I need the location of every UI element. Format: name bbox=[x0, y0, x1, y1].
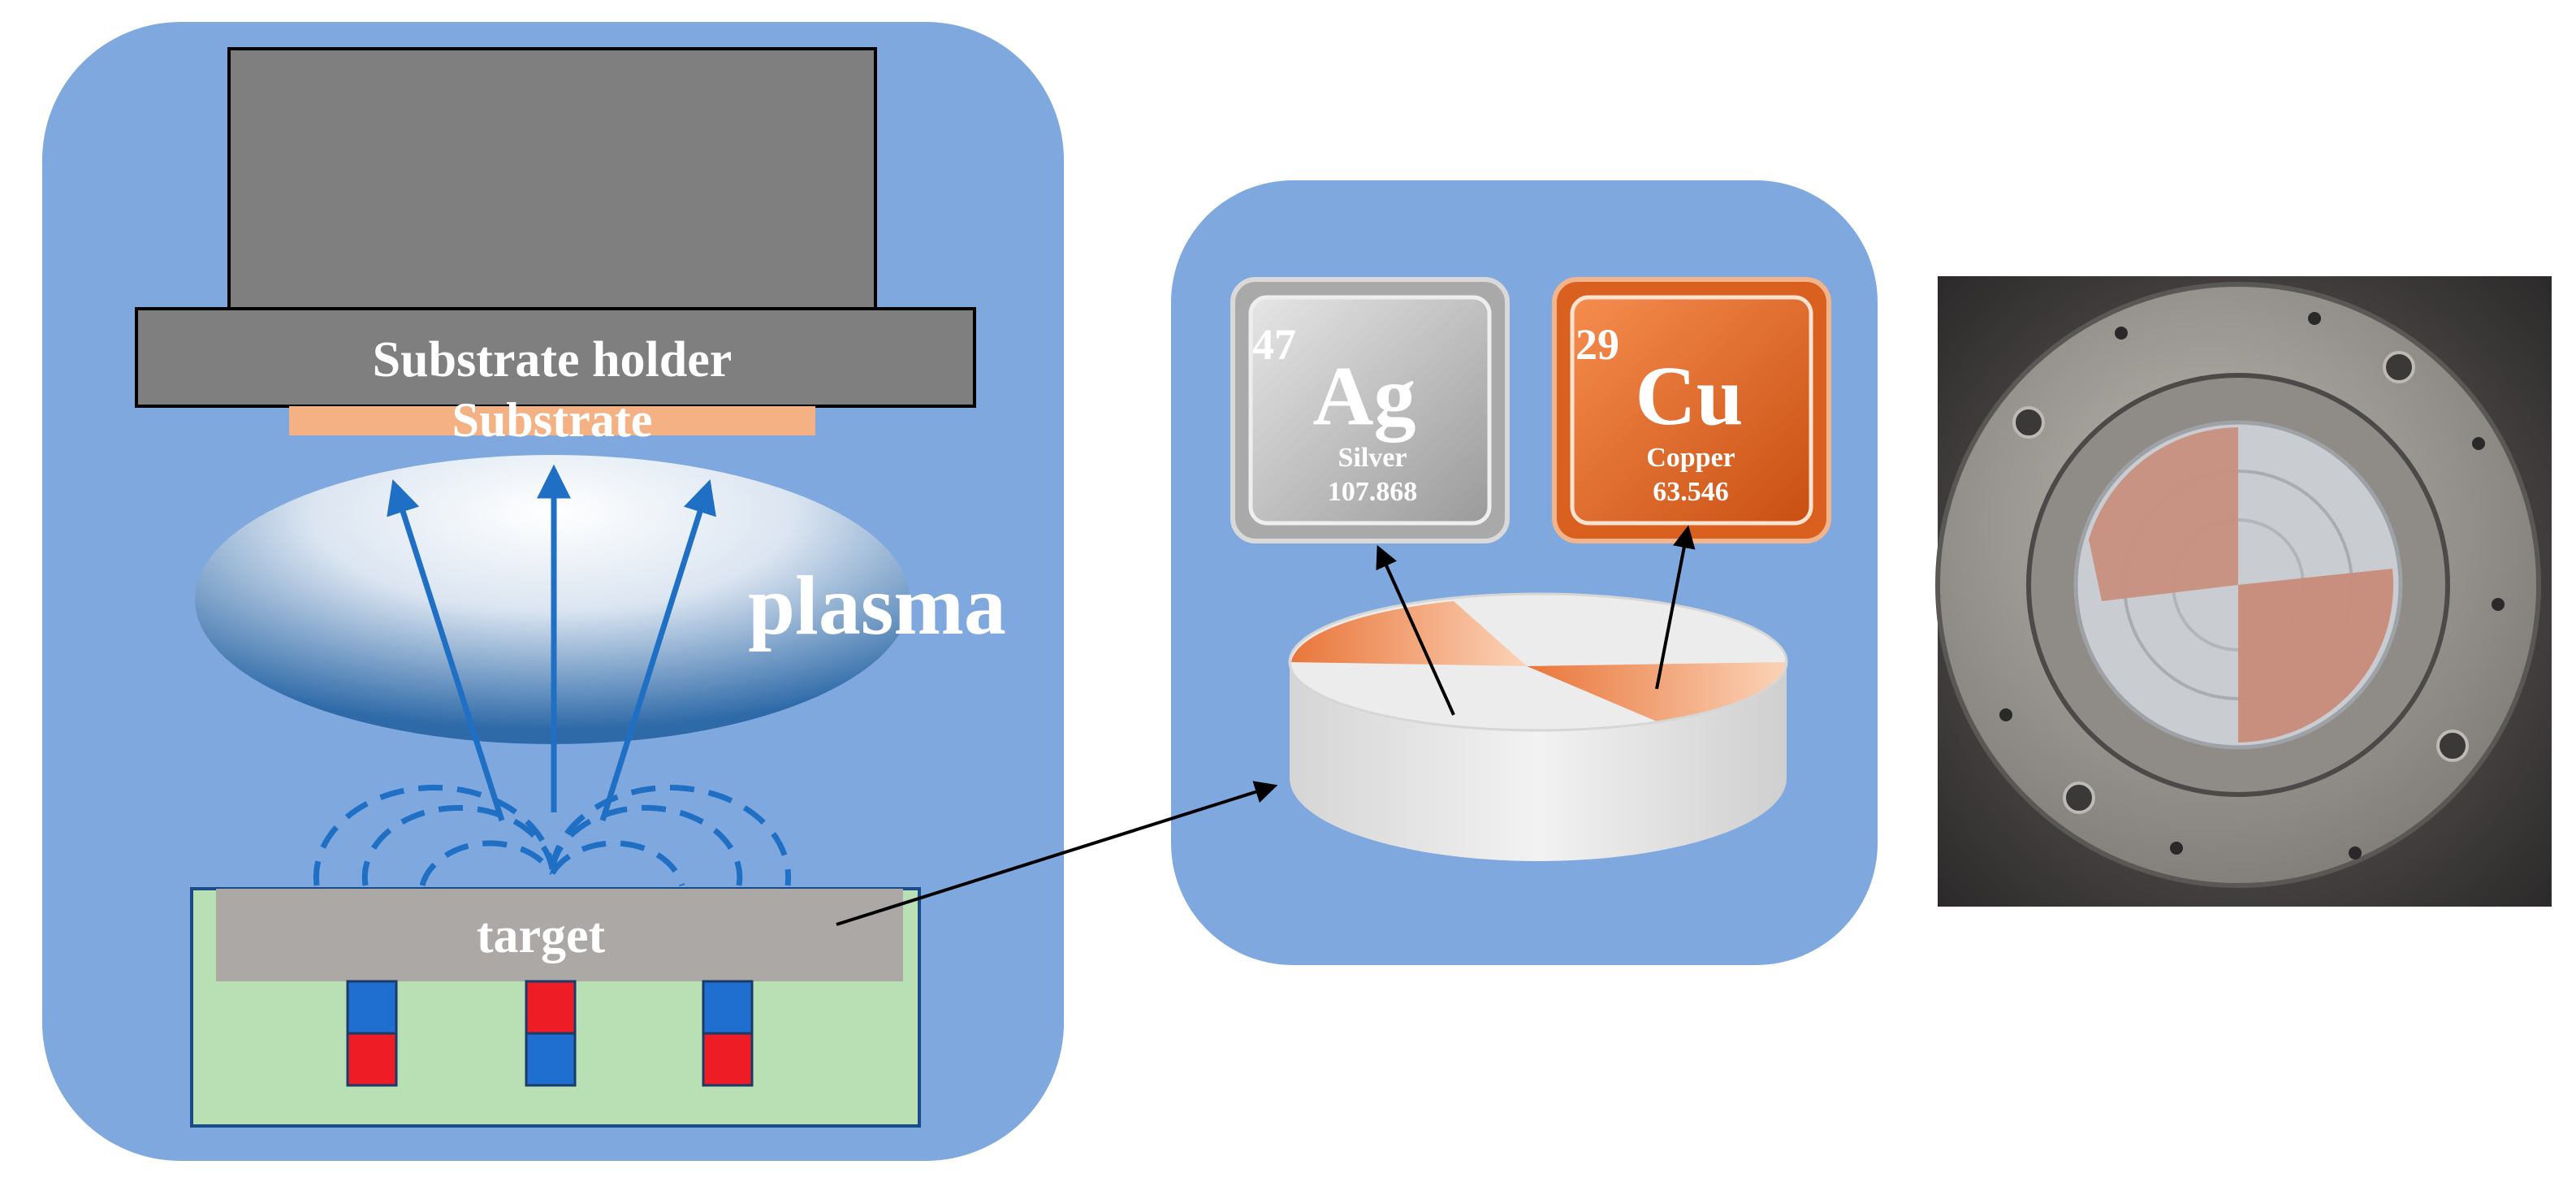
magnet-left-bottom bbox=[346, 1032, 398, 1087]
magnet-right-top bbox=[702, 980, 754, 1035]
substrate bbox=[289, 406, 815, 435]
magnets bbox=[346, 980, 754, 1087]
sputter-arrows bbox=[387, 464, 716, 822]
ag-number: 47 bbox=[1252, 320, 1296, 369]
sputter-target-photo bbox=[1935, 276, 2552, 907]
target-disk bbox=[1288, 592, 1788, 861]
copper-segment-right bbox=[1527, 662, 1787, 721]
magnetic-field-lines bbox=[313, 785, 792, 886]
magnet-left-top bbox=[346, 980, 398, 1035]
ag-name: Silver bbox=[1338, 443, 1407, 473]
copper-segment-left bbox=[1291, 601, 1527, 666]
substrate-holder-base bbox=[135, 307, 976, 408]
copper-foil-bottom-right bbox=[2238, 569, 2394, 743]
target-plate bbox=[216, 889, 903, 981]
cu-mass: 63.546 bbox=[1653, 477, 1729, 507]
element-tile-ag: 47 Ag Silver 107.868 bbox=[1230, 277, 1510, 543]
flange-bolts bbox=[2012, 351, 2469, 814]
substrate-holder-label: Substrate holder bbox=[373, 332, 733, 388]
substrate-holder-top bbox=[227, 47, 877, 310]
magnet-right-bottom bbox=[702, 1032, 754, 1087]
cu-symbol: Cu bbox=[1636, 349, 1744, 443]
flange-holes bbox=[1999, 312, 2505, 859]
plasma-label: plasma bbox=[748, 559, 1006, 652]
target-to-disk-arrow bbox=[836, 781, 1278, 926]
cu-name: Copper bbox=[1646, 443, 1735, 473]
copper-foil-top-left bbox=[2089, 427, 2238, 601]
composition-arrows bbox=[1376, 525, 1696, 716]
magnet-center-top bbox=[525, 980, 577, 1035]
element-tile-cu: 29 Cu Copper 63.546 bbox=[1552, 277, 1831, 543]
ag-symbol: Ag bbox=[1312, 349, 1416, 443]
magnet-center-bottom bbox=[525, 1032, 577, 1087]
substrate-label: Substrate bbox=[452, 393, 653, 447]
ag-mass: 107.868 bbox=[1328, 477, 1418, 507]
target-label: target bbox=[477, 908, 606, 963]
cu-number: 29 bbox=[1575, 320, 1619, 369]
